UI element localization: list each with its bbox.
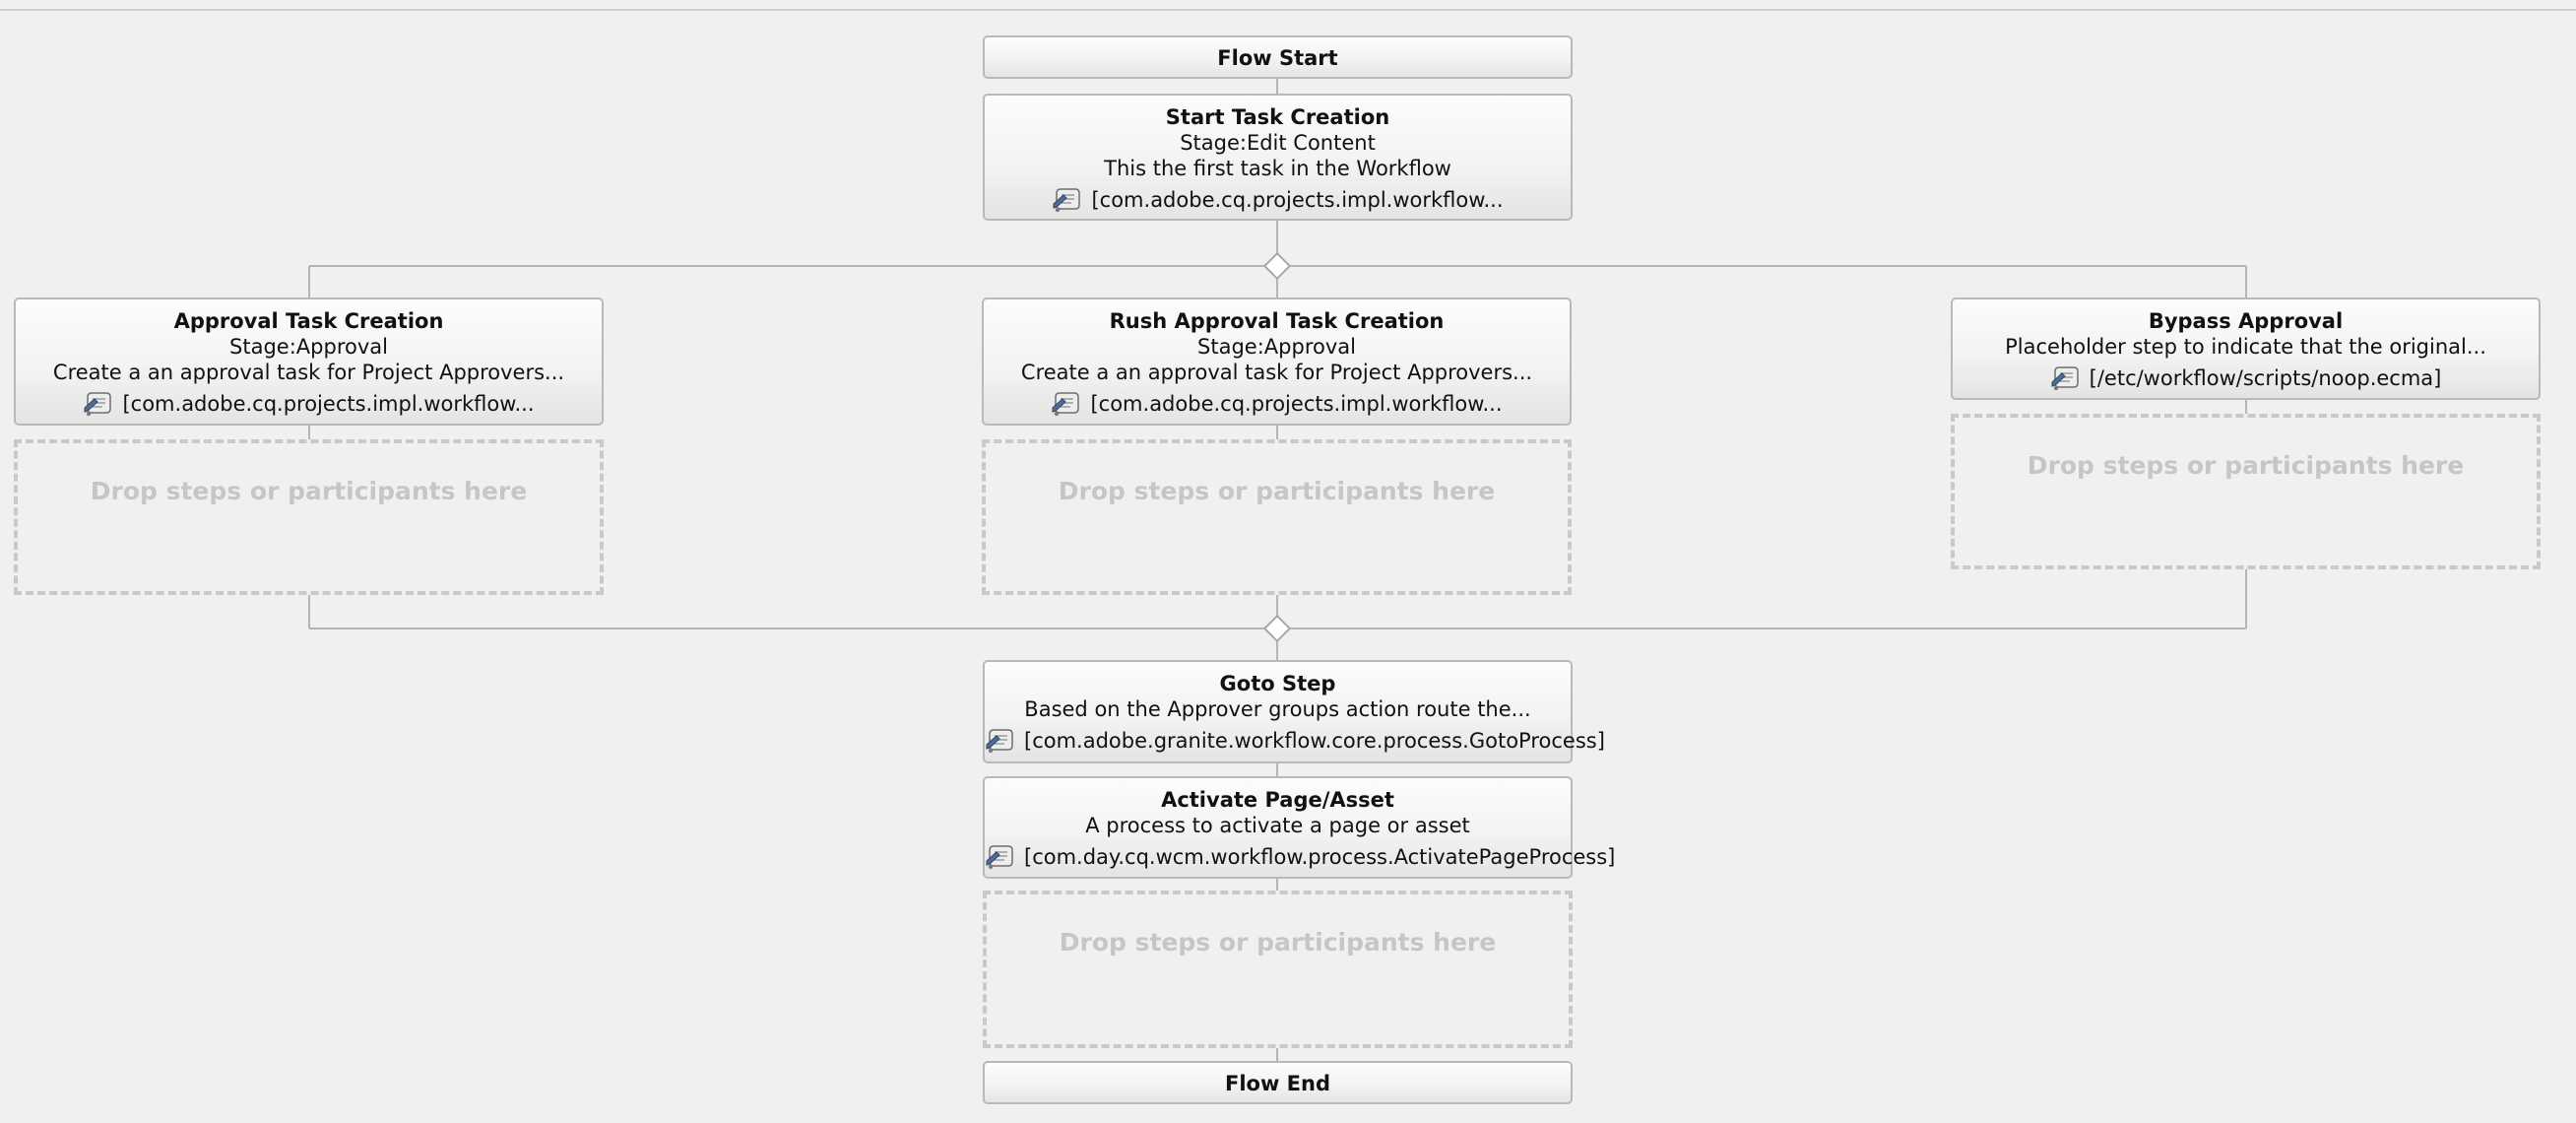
drop-zone-label: Drop steps or participants here	[2027, 451, 2465, 480]
activate-page-asset-step[interactable]: Activate Page/Asset A process to activat…	[983, 776, 1615, 879]
step-stage: Stage:Approval	[1197, 335, 1356, 359]
step-stage: Stage:Edit Content	[1180, 131, 1376, 155]
step-title: Goto Step	[1219, 672, 1336, 695]
rush-approval-branch-drop-zone[interactable]: Drop steps or participants here	[982, 439, 1572, 595]
step-implementation-class: [/etc/workflow/scripts/noop.ecma]	[2089, 366, 2442, 390]
drop-zone-label: Drop steps or participants here	[1059, 928, 1497, 957]
drop-zone-label: Drop steps or participants here	[90, 477, 528, 505]
main-drop-zone[interactable]: Drop steps or participants here	[983, 891, 1573, 1048]
script-icon	[1051, 391, 1080, 417]
drop-zone-label: Drop steps or participants here	[1058, 477, 1496, 505]
goto-step[interactable]: Goto Step Based on the Approver groups a…	[983, 660, 1605, 763]
script-icon	[83, 391, 112, 417]
step-implementation: [com.adobe.granite.workflow.core.process…	[985, 728, 1605, 754]
step-description: A process to activate a page or asset	[1085, 814, 1470, 837]
bypass-approval-step[interactable]: Bypass Approval Placeholder step to indi…	[1951, 297, 2541, 400]
approval-task-creation-step[interactable]: Approval Task Creation Stage:Approval Cr…	[14, 297, 604, 426]
step-title: Approval Task Creation	[173, 309, 444, 333]
step-title: Rush Approval Task Creation	[1109, 309, 1445, 333]
step-implementation-class: [com.day.cq.wcm.workflow.process.Activat…	[1024, 845, 1616, 869]
script-icon	[2050, 365, 2080, 391]
flow-end-label: Flow End	[1224, 1072, 1330, 1095]
step-description: Placeholder step to indicate that the or…	[2005, 335, 2486, 359]
canvas-top-border	[0, 9, 2576, 11]
script-icon	[985, 728, 1014, 754]
step-title: Activate Page/Asset	[1161, 788, 1394, 812]
script-icon	[985, 844, 1014, 870]
step-description: Create a an approval task for Project Ap…	[1020, 361, 1533, 384]
step-title: Start Task Creation	[1165, 105, 1390, 129]
step-implementation: [com.adobe.cq.projects.impl.workflow...	[16, 391, 602, 417]
flow-start-label: Flow Start	[1217, 46, 1338, 70]
step-description: This the first task in the Workflow	[1104, 157, 1451, 180]
step-implementation-class: [com.adobe.cq.projects.impl.workflow...	[1090, 392, 1503, 416]
split-diamond-icon[interactable]	[1262, 251, 1292, 281]
step-implementation: [com.adobe.cq.projects.impl.workflow...	[984, 391, 1570, 417]
step-implementation: [com.adobe.cq.projects.impl.workflow...	[985, 187, 1571, 213]
bypass-branch-drop-zone[interactable]: Drop steps or participants here	[1951, 414, 2541, 569]
step-stage: Stage:Approval	[229, 335, 388, 359]
start-task-creation-step[interactable]: Start Task Creation Stage:Edit Content T…	[983, 94, 1573, 221]
step-title: Bypass Approval	[2148, 309, 2344, 333]
flow-end-node[interactable]: Flow End	[983, 1061, 1573, 1104]
join-diamond-icon[interactable]	[1262, 614, 1292, 643]
step-description: Create a an approval task for Project Ap…	[52, 361, 565, 384]
step-implementation: [/etc/workflow/scripts/noop.ecma]	[1953, 365, 2539, 391]
script-icon	[1052, 187, 1081, 213]
step-implementation-class: [com.adobe.granite.workflow.core.process…	[1024, 729, 1605, 753]
step-implementation-class: [com.adobe.cq.projects.impl.workflow...	[122, 392, 535, 416]
step-implementation: [com.day.cq.wcm.workflow.process.Activat…	[985, 844, 1615, 870]
step-description: Based on the Approver groups action rout…	[1024, 697, 1531, 721]
flow-start-node[interactable]: Flow Start	[983, 35, 1573, 79]
rush-approval-task-creation-step[interactable]: Rush Approval Task Creation Stage:Approv…	[982, 297, 1572, 426]
step-implementation-class: [com.adobe.cq.projects.impl.workflow...	[1091, 188, 1504, 212]
approval-branch-drop-zone[interactable]: Drop steps or participants here	[14, 439, 604, 595]
